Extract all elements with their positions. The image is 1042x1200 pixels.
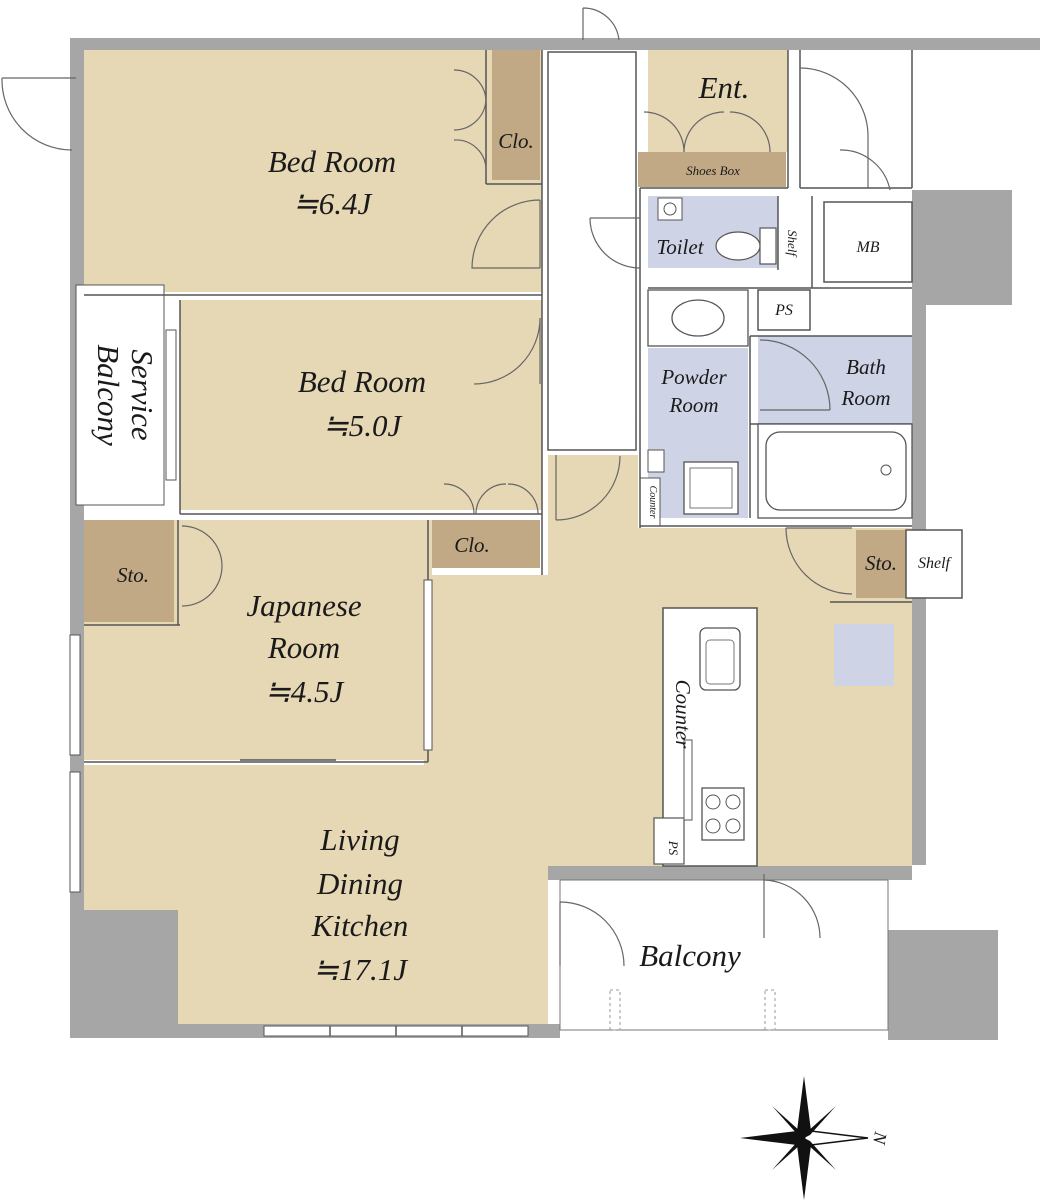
compass-rose: N bbox=[740, 1076, 891, 1200]
bathtub bbox=[765, 431, 907, 511]
mb-label: MB bbox=[855, 239, 879, 256]
closet-mid bbox=[432, 520, 540, 568]
service-balcony bbox=[75, 284, 165, 506]
door-bath bbox=[759, 339, 831, 411]
shelf-box bbox=[905, 529, 963, 599]
closet-top-label: Clo. bbox=[498, 129, 534, 153]
floor-areas bbox=[84, 50, 912, 1024]
door-storage-right bbox=[785, 527, 853, 595]
svg-text:Balcony: Balcony bbox=[91, 344, 126, 446]
door-balcony bbox=[763, 874, 821, 939]
closet-top bbox=[492, 50, 540, 180]
ps-kitchen-box bbox=[653, 817, 685, 865]
cooktop bbox=[701, 787, 745, 841]
service-balcony-label: Service Balcony bbox=[91, 344, 160, 446]
shoes-box-label: Shoes Box bbox=[686, 163, 740, 178]
doors bbox=[1, 7, 891, 967]
japanese-room-label-1: Japanese bbox=[246, 588, 362, 623]
bedroom2-size: ≒5.0J bbox=[323, 408, 403, 443]
door-mb bbox=[799, 67, 869, 188]
fridge-space bbox=[834, 624, 894, 686]
bedroom1-label: Bed Room bbox=[268, 144, 396, 179]
ldk-size: ≒17.1J bbox=[313, 952, 408, 987]
counter-kitchen-label: Counter bbox=[671, 680, 695, 750]
japanese-room-label-2: Room bbox=[267, 630, 340, 665]
door-clo-top bbox=[453, 69, 487, 171]
wet-areas bbox=[648, 196, 912, 686]
storage-right bbox=[856, 530, 906, 598]
bath-room-label-1: Bath bbox=[846, 355, 886, 379]
fixture-drawings bbox=[609, 197, 913, 1031]
ps-top-label: PS bbox=[774, 302, 793, 319]
svg-text:Service: Service bbox=[125, 349, 160, 440]
balcony-label: Balcony bbox=[639, 938, 741, 973]
powder-room-label-1: Powder bbox=[660, 365, 727, 389]
closets bbox=[84, 50, 906, 622]
ldk-label-3: Kitchen bbox=[311, 908, 408, 943]
counter-powder-label: Counter bbox=[647, 486, 658, 519]
door-mb-lower bbox=[839, 149, 891, 191]
toilet-label: Toilet bbox=[656, 235, 704, 259]
storage-left bbox=[84, 520, 174, 622]
ldk-label-2: Dining bbox=[316, 866, 403, 901]
compass-north-label: N bbox=[869, 1129, 891, 1146]
closet-mid-label: Clo. bbox=[454, 533, 490, 557]
storage-right-label: Sto. bbox=[865, 551, 897, 575]
bedroom2-label: Bed Room bbox=[298, 364, 426, 399]
ldk-label-1: Living bbox=[319, 822, 399, 857]
bedroom2-floor bbox=[180, 300, 542, 510]
shelf-toilet-label: Shelf bbox=[785, 230, 800, 258]
powder-room-label-2: Room bbox=[669, 393, 719, 417]
washbasin bbox=[671, 299, 725, 337]
bath-room-floor bbox=[758, 336, 912, 424]
storage-left-label: Sto. bbox=[117, 563, 149, 587]
door-left-exterior bbox=[1, 77, 76, 151]
door-clo-mid bbox=[443, 483, 539, 515]
door-balcony-left bbox=[559, 901, 625, 967]
shoes-box bbox=[638, 152, 786, 187]
door-bedroom2 bbox=[473, 317, 541, 385]
toilet-tank bbox=[759, 227, 777, 265]
kitchen-sink bbox=[699, 627, 741, 691]
door-storage-left bbox=[181, 525, 223, 607]
ps-box bbox=[757, 289, 811, 331]
entrance-label: Ent. bbox=[698, 70, 750, 105]
japanese-room-size: ≒4.5J bbox=[265, 674, 345, 709]
door-ldk bbox=[555, 455, 621, 521]
shelf-right-label: Shelf bbox=[918, 555, 953, 572]
toilet-bowl bbox=[715, 231, 761, 261]
door-entrance-shoes bbox=[643, 111, 771, 153]
door-toilet bbox=[589, 217, 641, 269]
ldk-floor bbox=[84, 455, 912, 1024]
mb-box bbox=[823, 201, 913, 283]
bath-room-label-2: Room bbox=[841, 386, 891, 410]
door-bedroom1 bbox=[471, 199, 541, 269]
ps-kitchen-label: PS bbox=[666, 840, 681, 856]
partitions bbox=[84, 50, 913, 763]
door-entrance-top bbox=[582, 7, 620, 41]
shower-tray bbox=[683, 461, 739, 515]
balcony-area bbox=[559, 879, 889, 1031]
corridor bbox=[547, 51, 637, 451]
bedroom1-size: ≒6.4J bbox=[293, 186, 373, 221]
bedroom1-floor bbox=[84, 50, 542, 292]
entrance-floor bbox=[648, 50, 788, 152]
windows bbox=[69, 329, 529, 1037]
